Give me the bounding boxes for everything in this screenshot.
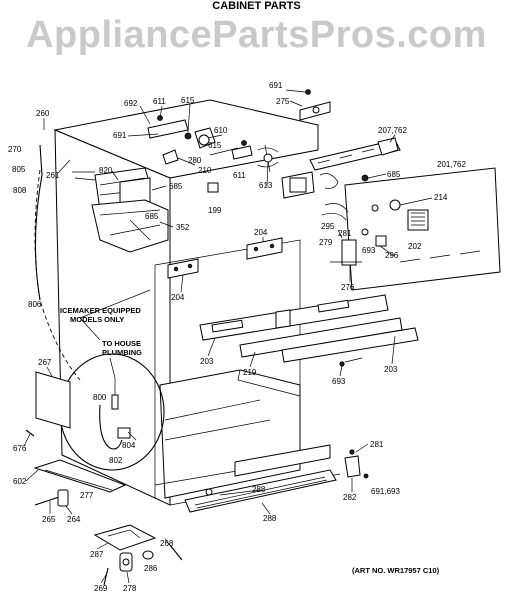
callout-611: 611 xyxy=(233,171,246,180)
callout-268: 268 xyxy=(160,539,174,548)
callout-203: 203 xyxy=(200,357,214,366)
callout-808: 808 xyxy=(13,186,27,195)
callout-288: 288 xyxy=(263,514,277,523)
callout-269: 269 xyxy=(94,584,108,593)
side-panel-267 xyxy=(35,371,71,429)
mullion-rails xyxy=(199,294,419,367)
callout-203: 203 xyxy=(384,365,398,374)
callout-260: 260 xyxy=(36,109,50,118)
bracket-204-right xyxy=(246,237,283,260)
callout-691: 691 xyxy=(113,131,127,140)
callout-685: 685 xyxy=(387,170,401,179)
callout-265: 265 xyxy=(42,515,56,524)
callout-279: 279 xyxy=(319,238,333,247)
callout-685: 685 xyxy=(145,212,159,221)
callout-602: 602 xyxy=(13,477,27,486)
callout-286: 286 xyxy=(144,564,158,573)
callout-692: 692 xyxy=(124,99,138,108)
callout-691-693: 691,693 xyxy=(371,487,400,496)
icemaker-note-line2: MODELS ONLY xyxy=(70,315,124,324)
callout-352: 352 xyxy=(176,223,190,232)
callout-820: 820 xyxy=(99,166,113,175)
callout-613: 613 xyxy=(259,181,273,190)
plumbing-note-line1: TO HOUSE xyxy=(102,339,141,348)
callout-204: 204 xyxy=(171,293,185,302)
callout-685: 685 xyxy=(169,182,183,191)
callout-615: 615 xyxy=(208,141,222,150)
callout-610: 610 xyxy=(214,126,228,135)
callout-281: 281 xyxy=(338,229,352,238)
bracket-204-left xyxy=(167,258,199,279)
callout-199: 199 xyxy=(208,206,222,215)
callout-693: 693 xyxy=(332,377,346,386)
callout-270: 270 xyxy=(8,145,22,154)
callout-288: 288 xyxy=(252,485,266,494)
house-plumbing-detail xyxy=(59,353,165,471)
callout-800: 800 xyxy=(93,393,107,402)
callout-282: 282 xyxy=(343,493,357,502)
callout-693: 693 xyxy=(362,246,376,255)
callout-207-762: 207,762 xyxy=(378,126,407,135)
evaporator-fan-assembly xyxy=(281,89,401,199)
icemaker-note-line1: ICEMAKER EQUIPPED xyxy=(60,306,141,315)
callout-219: 219 xyxy=(243,368,257,377)
callout-277: 277 xyxy=(80,491,94,500)
callout-802: 802 xyxy=(109,456,123,465)
callout-267: 267 xyxy=(38,358,52,367)
page-title: CABINET PARTS xyxy=(212,0,301,12)
bottom-parts xyxy=(25,429,369,586)
callout-296: 296 xyxy=(385,251,399,260)
callout-615: 615 xyxy=(181,96,195,105)
callout-210: 210 xyxy=(198,166,212,175)
callout-676: 676 xyxy=(13,444,27,453)
callout-611: 611 xyxy=(153,97,166,106)
callout-201-762: 201,762 xyxy=(437,160,466,169)
callout-202: 202 xyxy=(408,242,422,251)
callout-280: 280 xyxy=(188,156,202,165)
callout-261: 261 xyxy=(46,171,60,180)
callout-805: 805 xyxy=(12,165,26,174)
art-number: (ART NO. WR17957 C10) xyxy=(352,566,440,575)
callout-214: 214 xyxy=(434,193,448,202)
callout-278: 278 xyxy=(123,584,137,593)
callout-264: 264 xyxy=(67,515,81,524)
callout-276: 276 xyxy=(341,283,355,292)
water-tube xyxy=(34,144,43,301)
callout-295: 295 xyxy=(321,222,335,231)
callout-804: 804 xyxy=(122,441,136,450)
leader-lines xyxy=(23,89,433,584)
callout-281: 281 xyxy=(370,440,384,449)
callouts: 691 275 692 611 615 691 610 615 207,762 … xyxy=(8,81,466,593)
icemaker-assembly xyxy=(72,167,169,253)
callout-806: 806 xyxy=(28,300,42,309)
callout-204: 204 xyxy=(254,228,268,237)
control-panel xyxy=(321,167,501,291)
callout-287: 287 xyxy=(90,550,104,559)
notes: ICEMAKER EQUIPPED MODELS ONLY TO HOUSE P… xyxy=(60,306,142,357)
callout-275: 275 xyxy=(276,97,290,106)
plumbing-note-line2: PLUMBING xyxy=(102,348,142,357)
watermark-text: AppliancePartsPros.com xyxy=(26,14,487,56)
water-line xyxy=(34,169,81,381)
callout-691: 691 xyxy=(269,81,283,90)
